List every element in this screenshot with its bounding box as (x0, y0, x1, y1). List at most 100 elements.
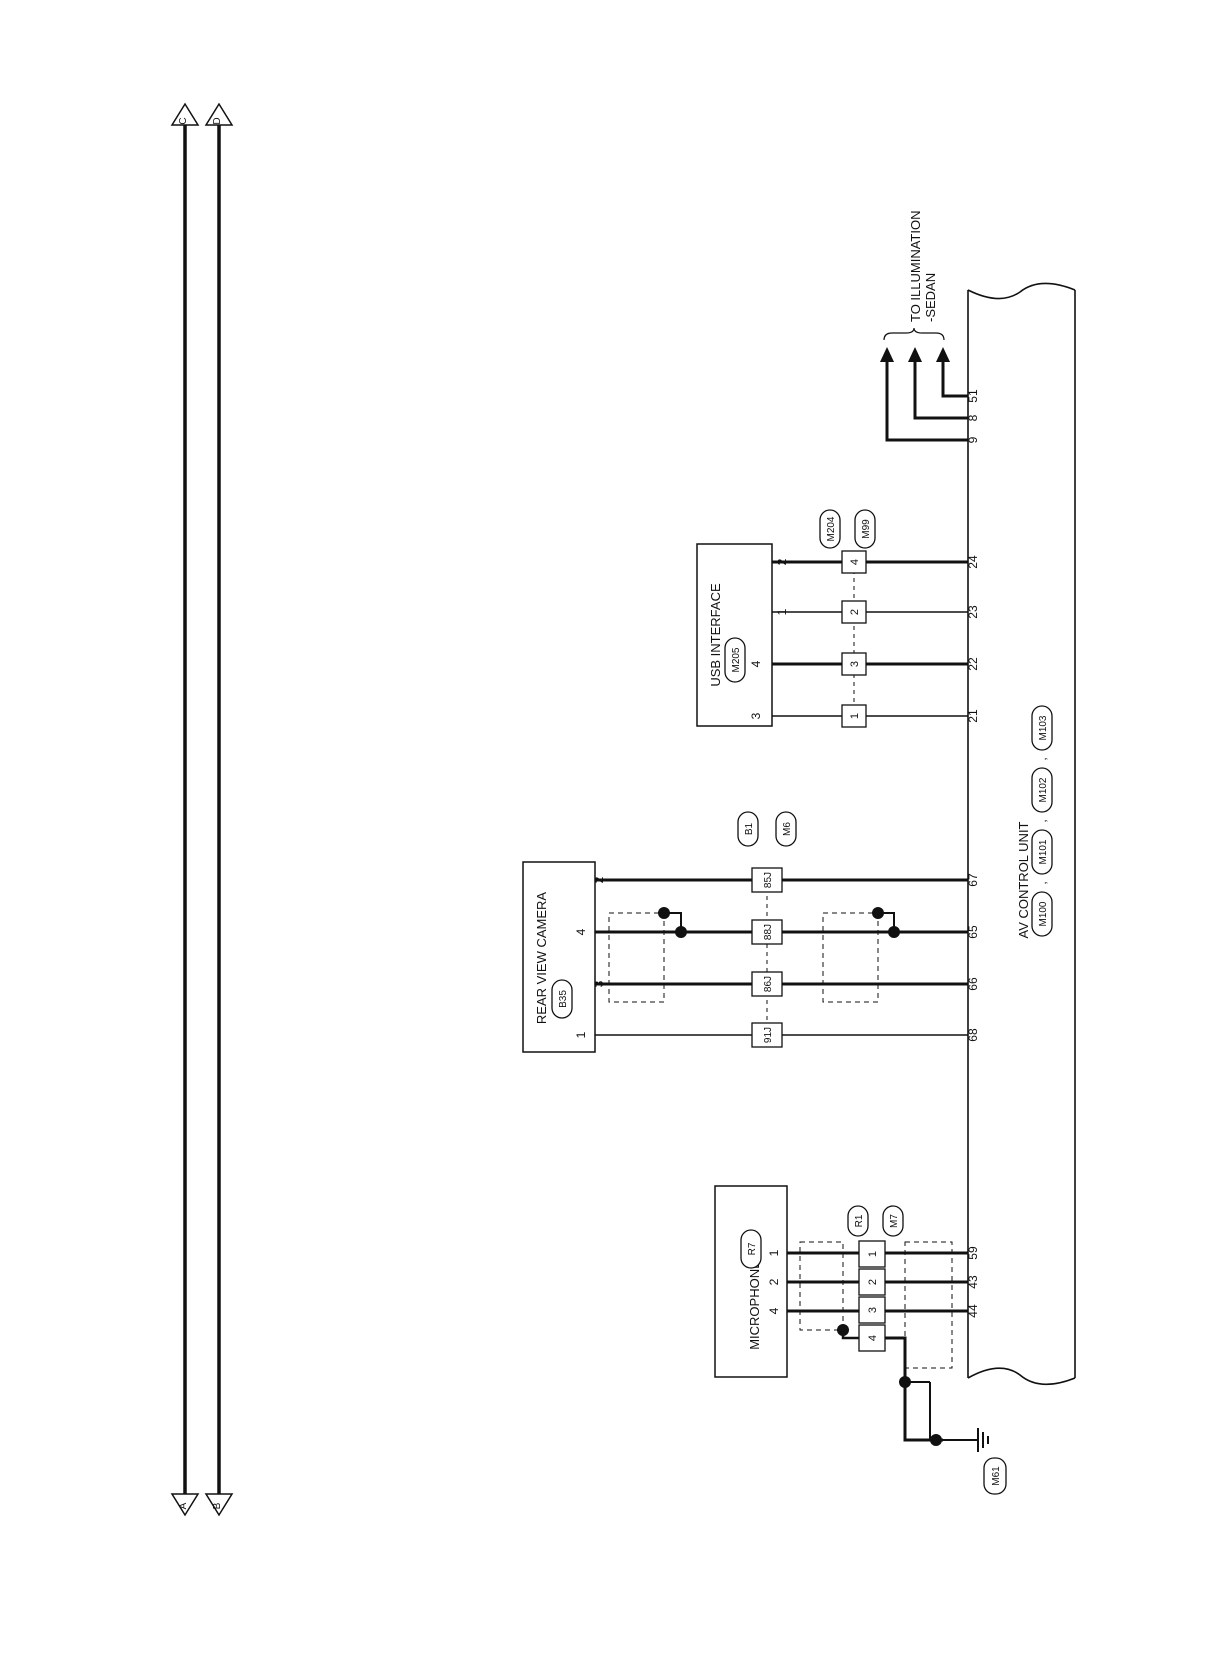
svg-text:65: 65 (966, 925, 980, 939)
svg-text:2: 2 (767, 1278, 781, 1285)
svg-text:22: 22 (966, 657, 980, 671)
svg-text:M61: M61 (991, 1466, 1002, 1486)
av-control-unit: AV CONTROL UNIT M100 , M101 , M102 , M10… (967, 282, 1076, 1386)
svg-text:21: 21 (966, 709, 980, 723)
svg-text:,: , (1037, 757, 1049, 760)
av-connector-m102: M102 (1031, 767, 1053, 813)
svg-text:85J: 85J (763, 872, 774, 888)
svg-text:2: 2 (849, 609, 861, 615)
microphone-label: MICROPHONE (747, 1260, 762, 1350)
av-connector-m101: M101 (1031, 829, 1053, 875)
illum-pin-51: 51 (966, 389, 980, 403)
svg-text:1: 1 (849, 713, 861, 719)
usb-interface: USB INTERFACE M205 4 2 3 1 M204 M99 (696, 509, 980, 728)
svg-text:D: D (212, 117, 223, 124)
svg-text:4: 4 (849, 559, 861, 565)
illumination-outputs: 9 8 51 TO ILLUMINATION -SEDAN (880, 211, 980, 443)
svg-text:M101: M101 (1038, 839, 1049, 864)
svg-text:1: 1 (574, 1031, 588, 1038)
illum-pin-9: 9 (966, 436, 980, 443)
svg-text:2: 2 (775, 558, 789, 565)
svg-text:23: 23 (966, 605, 980, 619)
illum-pin-8: 8 (966, 414, 980, 421)
svg-text:1: 1 (767, 1249, 781, 1256)
rear-view-camera-box (522, 861, 596, 1053)
svg-text:44: 44 (966, 1304, 980, 1318)
svg-text:3: 3 (592, 980, 606, 987)
svg-text:3: 3 (867, 1307, 879, 1313)
svg-text:C: C (178, 117, 189, 124)
svg-text:4: 4 (749, 660, 763, 667)
microphone-connector-r7: R7 (740, 1229, 762, 1269)
svg-text:4: 4 (574, 928, 588, 935)
marker-c: C (170, 102, 200, 126)
svg-text:A: A (178, 1502, 189, 1509)
arrow-icon (936, 347, 950, 362)
av-control-unit-label: AV CONTROL UNIT (1016, 821, 1031, 938)
svg-text:M6: M6 (782, 822, 793, 836)
svg-text:R1: R1 (854, 1214, 865, 1227)
rear-view-camera: REAR VIEW CAMERA B35 85J 88J 86J 91J (522, 811, 980, 1053)
svg-text:3: 3 (849, 661, 861, 667)
arrow-icon (880, 347, 894, 362)
svg-text:66: 66 (966, 977, 980, 991)
svg-text:M204: M204 (826, 516, 837, 541)
marker-d: D (204, 102, 234, 126)
microphone-box (714, 1185, 788, 1378)
av-connector-m103: M103 (1031, 705, 1053, 751)
microphone-junction-connector-r1: R1 (847, 1205, 869, 1237)
svg-text:3: 3 (749, 712, 763, 719)
svg-text:M102: M102 (1038, 777, 1049, 802)
rear-view-camera-label: REAR VIEW CAMERA (534, 892, 549, 1025)
camera-connector-b35: B35 (551, 979, 573, 1019)
svg-text:B1: B1 (744, 822, 755, 835)
shield (608, 912, 665, 1003)
usb-interface-label: USB INTERFACE (708, 583, 723, 687)
svg-text:43: 43 (966, 1275, 980, 1289)
ground-connector-m61: M61 (983, 1457, 1007, 1495)
svg-text:68: 68 (966, 1028, 980, 1042)
svg-text:2: 2 (867, 1279, 879, 1285)
svg-text:M103: M103 (1038, 715, 1049, 740)
svg-text:1: 1 (775, 608, 789, 615)
svg-text:91J: 91J (763, 1027, 774, 1043)
microphone: MICROPHONE R7 1 2 3 4 R1 M7 1 (714, 1185, 980, 1378)
edge-markers: C D A B (170, 102, 234, 1517)
ground-icon (943, 1428, 989, 1452)
svg-text:88J: 88J (763, 924, 774, 940)
svg-text:67: 67 (966, 873, 980, 887)
usb-connector-m205: M205 (724, 637, 746, 683)
svg-text:R7: R7 (747, 1242, 758, 1255)
svg-text:2: 2 (592, 876, 606, 883)
marker-b: B (204, 1493, 234, 1517)
arrow-icon (908, 347, 922, 362)
microphone-junction: 1 2 3 4 (858, 1240, 886, 1352)
illumination-label: TO ILLUMINATION (908, 211, 923, 322)
illumination-sublabel: -SEDAN (923, 273, 938, 322)
shield (904, 1241, 953, 1369)
svg-text:M99: M99 (861, 519, 872, 539)
shield (799, 1241, 844, 1331)
marker-a: A (170, 1493, 200, 1517)
svg-text:B35: B35 (558, 990, 569, 1008)
brace (883, 327, 945, 341)
usb-junction: 4 2 3 1 (841, 550, 867, 728)
usb-interface-box (696, 543, 773, 727)
svg-text:,: , (1037, 819, 1049, 822)
svg-text:4: 4 (867, 1335, 879, 1341)
svg-text:1: 1 (867, 1251, 879, 1257)
svg-text:4: 4 (767, 1307, 781, 1314)
shield (822, 912, 879, 1003)
ground-wiring: M61 (885, 1336, 1007, 1495)
svg-text:M100: M100 (1038, 901, 1049, 926)
svg-text:86J: 86J (763, 976, 774, 992)
svg-text:M7: M7 (889, 1214, 900, 1228)
svg-text:24: 24 (966, 555, 980, 569)
av-connector-m100: M100 (1031, 891, 1053, 937)
usb-junction-connector-m204: M204 (819, 509, 841, 549)
usb-junction-connector-m99: M99 (854, 509, 876, 549)
camera-junction-connector-m6: M6 (775, 811, 797, 847)
svg-text:59: 59 (966, 1246, 980, 1260)
camera-junction-connector-b1: B1 (737, 811, 759, 847)
